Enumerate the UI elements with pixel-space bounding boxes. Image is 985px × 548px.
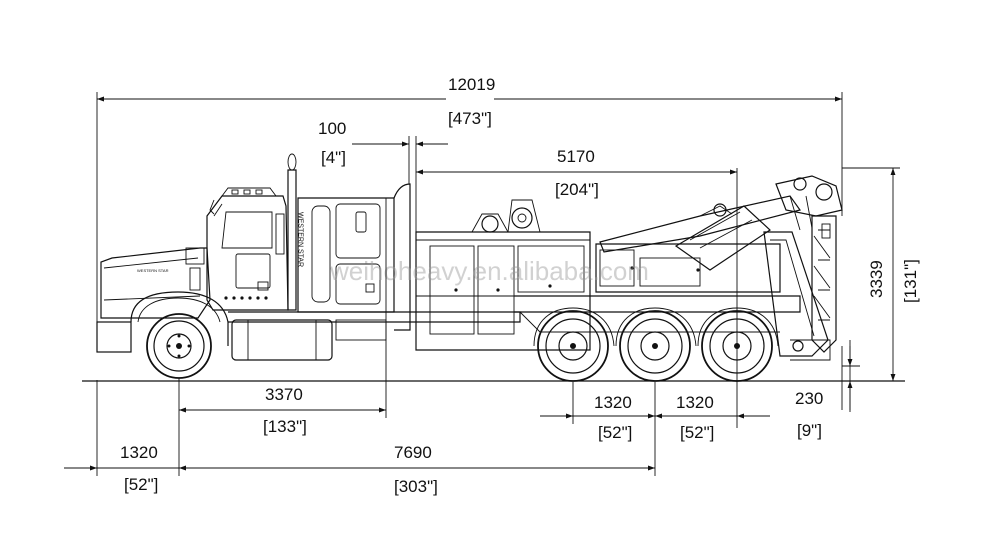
dim-cab-to-axle: 3370 [133"]	[179, 385, 386, 436]
dim-axle-spacing-1: 1320 [52"]	[540, 393, 655, 442]
front-overhang-mm: 1320	[120, 443, 158, 462]
dim-height: 3339 [131"]	[867, 168, 920, 381]
axle-spacing-1-in: [52"]	[598, 423, 632, 442]
cab	[206, 195, 289, 311]
ground-clearance-mm: 230	[795, 389, 823, 408]
dim-body-length: 5170 [204"]	[416, 147, 737, 199]
axle-spacing-2-in: [52"]	[680, 423, 714, 442]
front-overhang-in: [52"]	[124, 475, 158, 494]
marker-lights	[224, 296, 268, 300]
axle-spacing-2-mm: 1320	[676, 393, 714, 412]
dim-front-overhang: 1320 [52"]	[64, 443, 179, 494]
wheelbase-in: [303"]	[394, 477, 438, 496]
cab-to-axle-in: [133"]	[263, 417, 307, 436]
dim-axle-spacing-2: 1320 [52"]	[655, 393, 770, 442]
dim-overall-length: 12019 [473"]	[97, 75, 842, 128]
front-wheel	[146, 313, 212, 379]
cab-to-axle-mm: 3370	[265, 385, 303, 404]
tool-body	[415, 231, 591, 351]
rear-wheel-1	[537, 310, 609, 382]
dim-gap: 100 [4"]	[318, 119, 448, 167]
wheelbase-mm: 7690	[394, 443, 432, 462]
dim-ground-clearance: 230 [9"]	[795, 340, 853, 440]
tow-truck-outline: WESTERN STAR W	[96, 153, 843, 382]
height-mm: 3339	[867, 260, 886, 298]
ground-clearance-in: [9"]	[797, 421, 822, 440]
front-bumper	[96, 321, 132, 353]
overall-length-mm: 12019	[448, 75, 495, 94]
underlift	[763, 231, 829, 357]
body-length-in: [204"]	[555, 180, 599, 199]
frame-rail	[228, 311, 521, 323]
watermark: weihoheavy.en.alibaba.com	[329, 256, 649, 286]
hood-badge: WESTERN STAR	[137, 268, 169, 273]
gap-in: [4"]	[321, 148, 346, 167]
height-in: [131"]	[901, 259, 920, 303]
extension-lines	[96, 92, 900, 476]
gap-mm: 100	[318, 119, 346, 138]
overall-length-in: [473"]	[448, 109, 492, 128]
dim-wheelbase: 7690 [303"]	[179, 443, 655, 496]
rear-wheel-2	[619, 310, 691, 382]
winches	[471, 199, 541, 233]
exhaust-stack	[287, 169, 297, 311]
fuel-tank	[231, 319, 333, 361]
sleeper-text: WESTERN STAR	[297, 212, 304, 267]
body-length-mm: 5170	[557, 147, 595, 166]
axle-spacing-1-mm: 1320	[594, 393, 632, 412]
headlight	[185, 247, 205, 265]
